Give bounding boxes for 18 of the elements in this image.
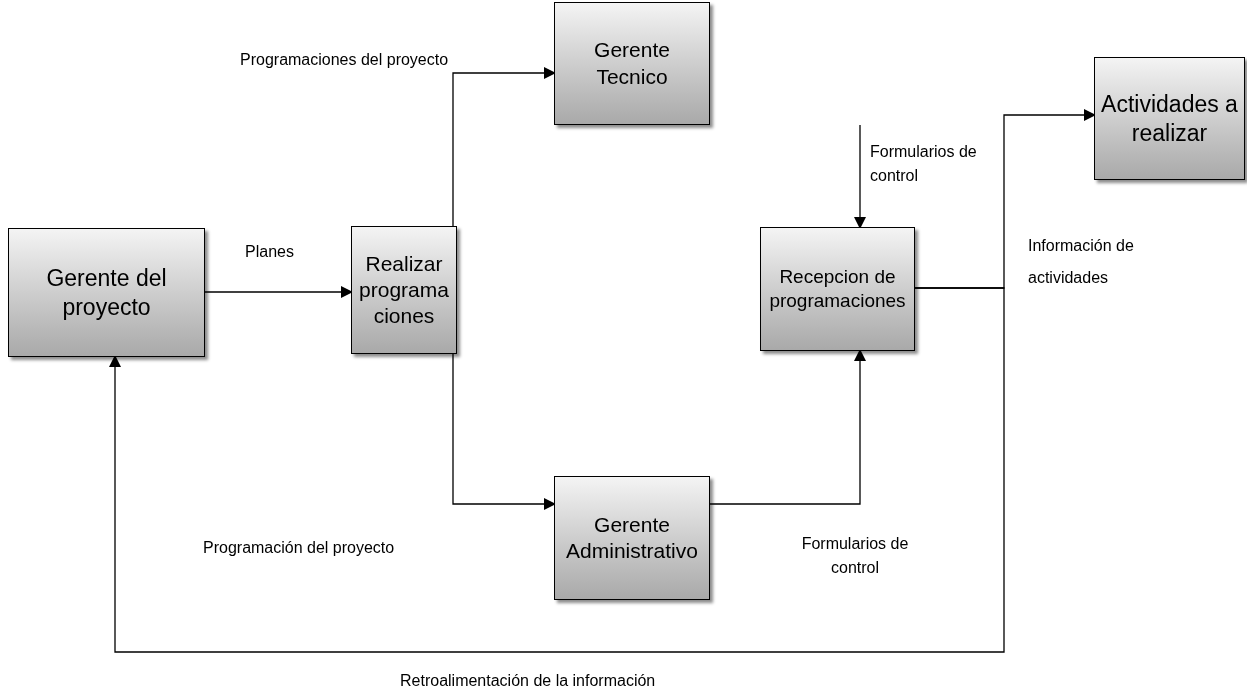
- process-box: [8, 228, 205, 357]
- process-box: [351, 226, 457, 354]
- box-label: Actividades a realizar: [1100, 89, 1239, 148]
- box-label: Gerente Tecnico: [593, 37, 671, 90]
- process-box: [760, 227, 915, 351]
- box-label: Gerente Administrativo: [565, 511, 699, 564]
- box-label: Recepcion de programaciones: [768, 265, 907, 313]
- arrow: [708, 349, 866, 505]
- arrow: [854, 124, 866, 229]
- process-box: [554, 2, 710, 125]
- arrow: [203, 286, 353, 298]
- arrow: [452, 67, 556, 228]
- process-box: [554, 476, 710, 600]
- box-label: Realizar programaciones: [358, 250, 450, 330]
- box-label: Gerente del proyecto: [45, 263, 168, 322]
- arrow: [109, 287, 1005, 653]
- arrow: [452, 352, 556, 510]
- process-box: [1094, 57, 1245, 180]
